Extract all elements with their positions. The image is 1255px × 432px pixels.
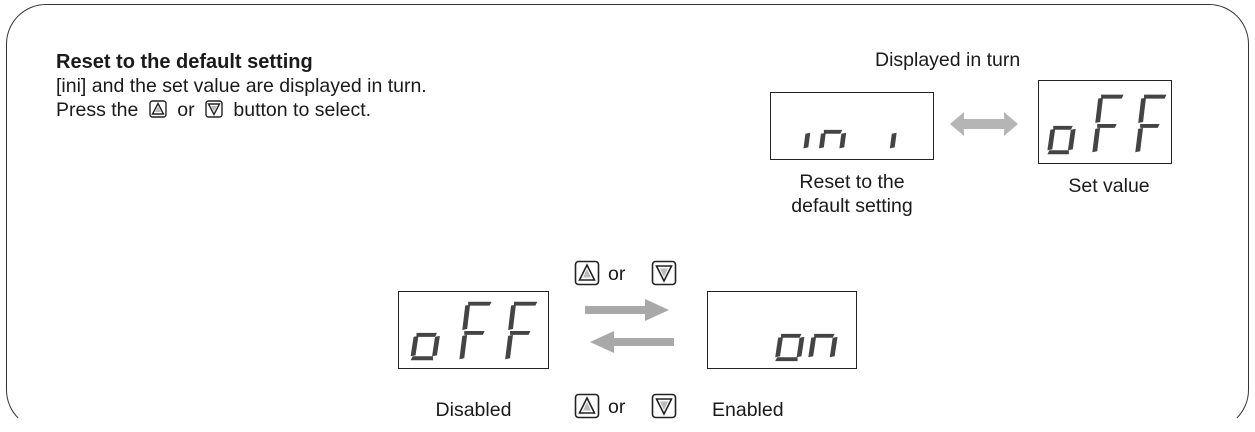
section-title: Reset to the default setting bbox=[56, 51, 313, 73]
on-display bbox=[707, 291, 857, 369]
bidirectional-arrow-icon bbox=[950, 112, 1018, 136]
off-segments-bottom bbox=[410, 301, 538, 361]
up-button-icon-top bbox=[574, 260, 600, 286]
off-display-bottom bbox=[398, 291, 549, 369]
line2-suffix: button to select. bbox=[233, 99, 372, 121]
reset-caption-line-1: Reset to the bbox=[799, 171, 905, 193]
enabled-caption: Enabled bbox=[712, 399, 784, 421]
left-arrow-icon bbox=[590, 331, 674, 353]
displayed-in-turn-label: Displayed in turn bbox=[875, 49, 1021, 71]
down-button-icon bbox=[205, 100, 223, 118]
up-button-icon bbox=[149, 100, 167, 118]
line2-or: or bbox=[177, 99, 195, 121]
right-arrow-icon bbox=[585, 299, 669, 321]
on-segments bbox=[775, 333, 838, 362]
off-display-top bbox=[1038, 80, 1172, 164]
or-label-bottom: or bbox=[608, 396, 626, 418]
disabled-caption: Disabled bbox=[435, 399, 512, 421]
ini-display bbox=[770, 92, 934, 160]
description-line-1: [ini] and the set value are displayed in… bbox=[56, 75, 427, 97]
line2-prefix: Press the bbox=[56, 99, 139, 121]
reset-caption-line-2: default setting bbox=[791, 195, 913, 217]
or-label-top: or bbox=[608, 263, 626, 285]
down-button-icon-bottom bbox=[651, 393, 677, 419]
up-button-icon-bottom bbox=[574, 393, 600, 419]
set-value-caption: Set value bbox=[1068, 175, 1150, 197]
down-button-icon-top bbox=[651, 260, 677, 286]
diagram-frame bbox=[6, 4, 1249, 430]
description-line-2: Press the or button to select. bbox=[56, 98, 371, 122]
off-segments-top bbox=[1047, 94, 1167, 155]
ini-segments bbox=[803, 129, 897, 149]
